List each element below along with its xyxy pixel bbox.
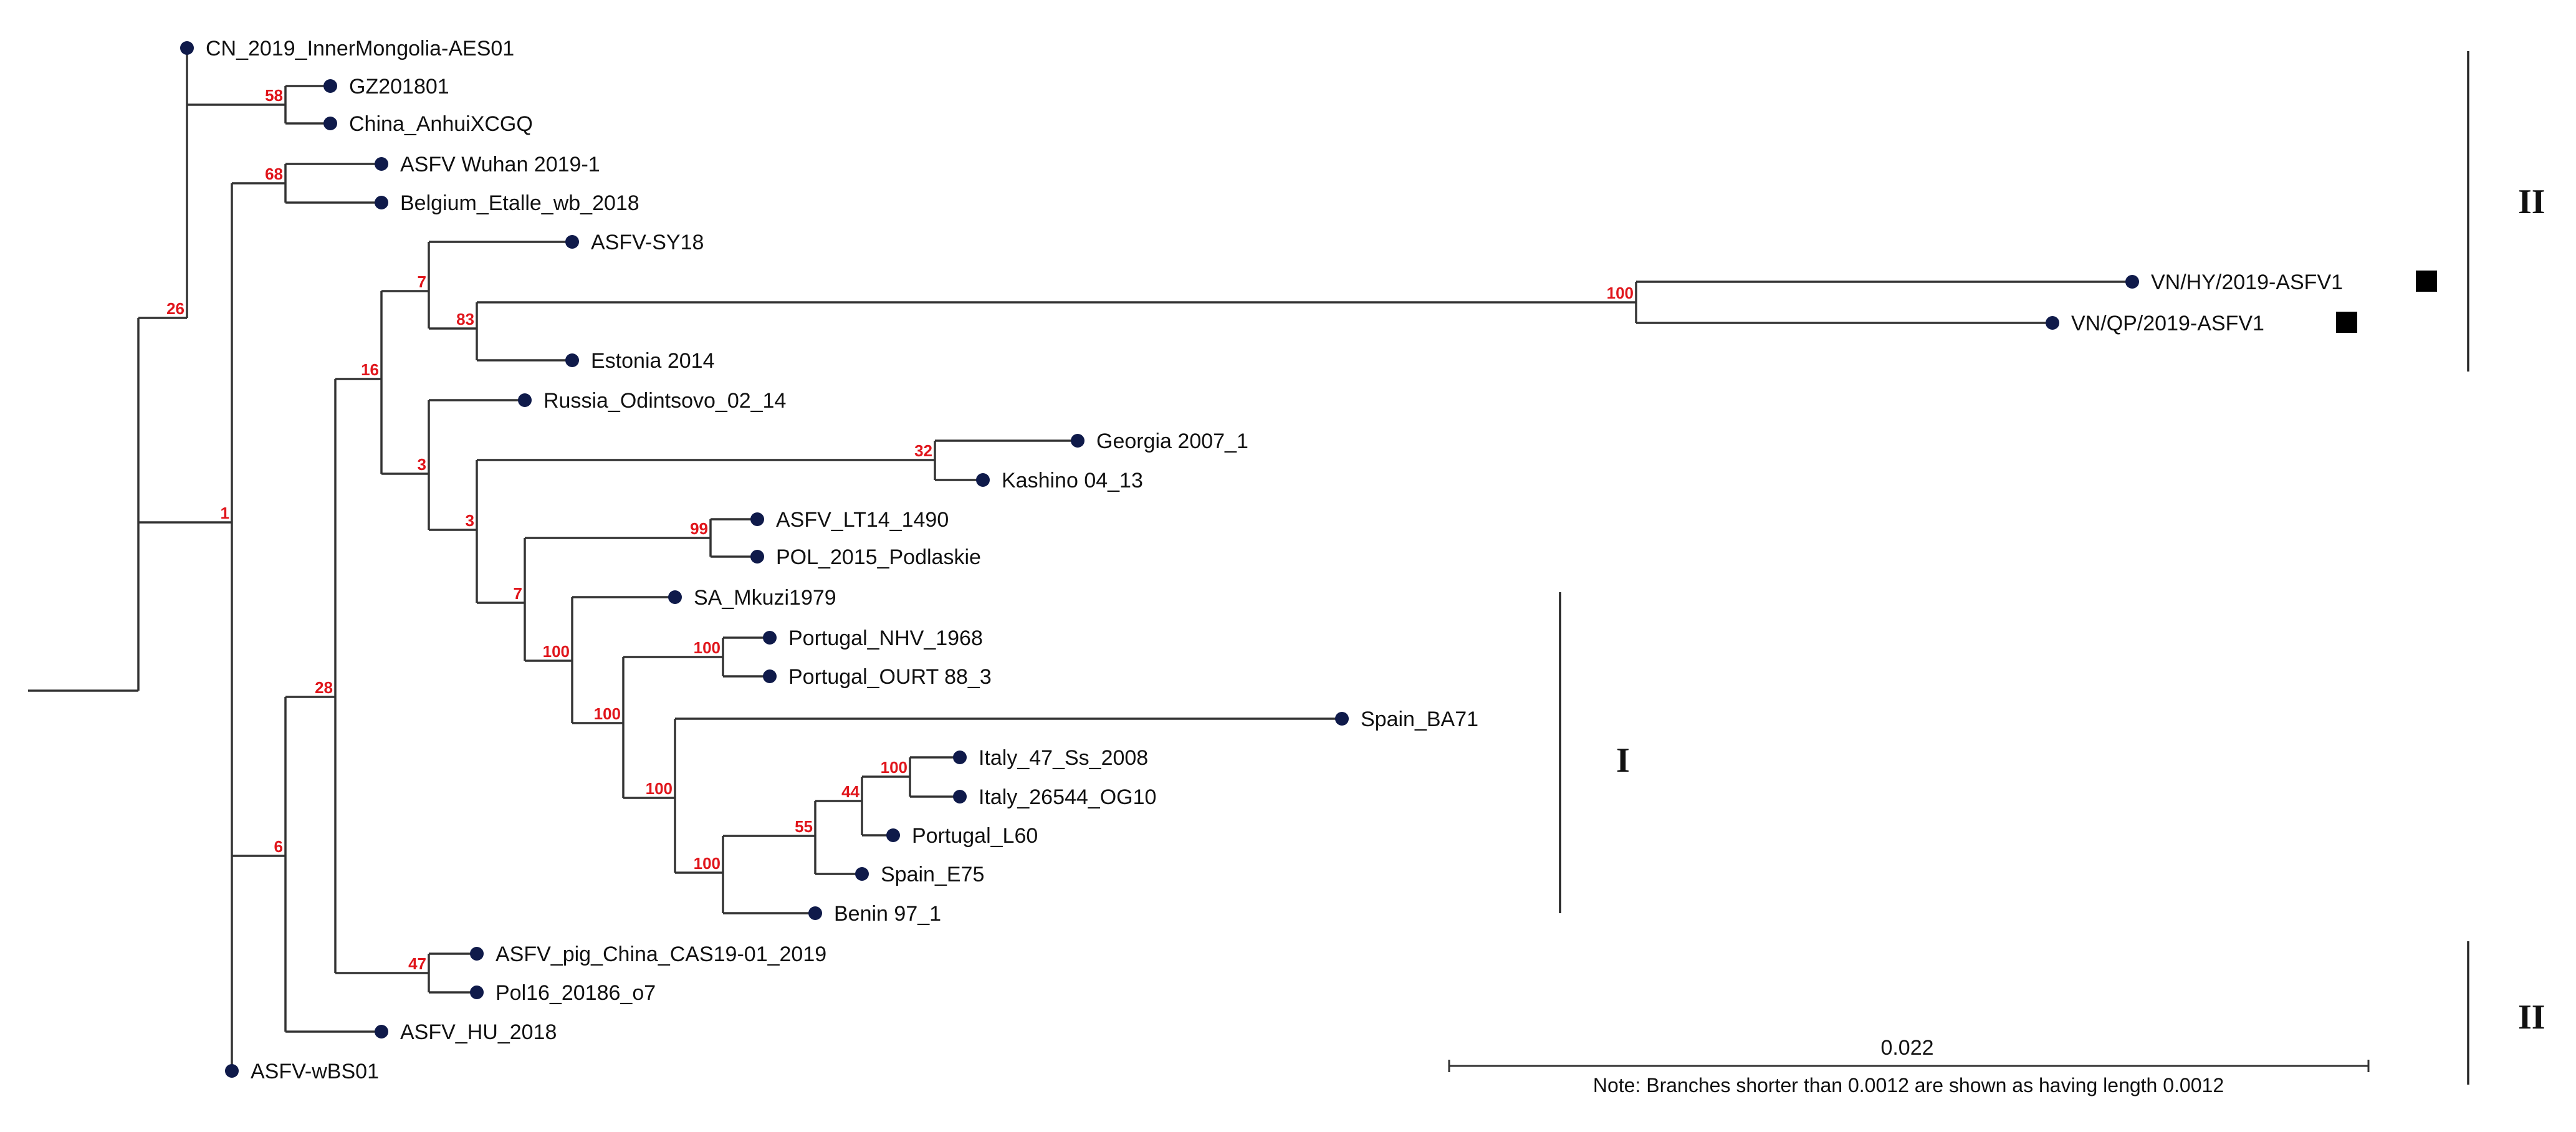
support-n83: 83 xyxy=(456,310,474,329)
support-n100c: 100 xyxy=(646,779,673,798)
leaf-label-hu2018: ASFV_HU_2018 xyxy=(400,1020,557,1044)
clade-label: I xyxy=(1616,741,1630,780)
leaf-label-belgium: Belgium_Etalle_wb_2018 xyxy=(400,191,639,215)
scale-bar-value: 0.022 xyxy=(1880,1036,1933,1060)
leaf-label-ba71: Spain_BA71 xyxy=(1361,708,1478,731)
tip-lt14 xyxy=(750,512,764,526)
support-n28: 28 xyxy=(315,678,333,697)
tree-branches xyxy=(28,48,2132,1071)
support-n16: 16 xyxy=(361,360,379,379)
support-values: 26 58 1 68 6 28 16 7 83 100 3 3 32 7 99 100 100 100 100 100… xyxy=(166,86,1634,973)
tip-vnhy xyxy=(2125,275,2139,289)
support-n100p: 100 xyxy=(694,638,721,657)
leaf-label-vnqp: VN/QP/2019-ASFV1 xyxy=(2071,312,2264,335)
support-n32: 32 xyxy=(914,441,932,460)
support-n47: 47 xyxy=(408,954,426,973)
support-n3a: 3 xyxy=(418,455,426,474)
clade-label: II xyxy=(2518,998,2545,1037)
scale-bar: 0.022 Note: Branches shorter than 0.0012… xyxy=(1448,1036,2370,1096)
leaf-label-wuhan: ASFV Wuhan 2019-1 xyxy=(400,153,600,176)
support-n7b: 7 xyxy=(514,584,522,603)
support-n44: 44 xyxy=(841,782,859,801)
leaf-label-sy18: ASFV-SY18 xyxy=(591,231,704,254)
leaf-label-ourt: Portugal_OURT 88_3 xyxy=(788,665,992,689)
leaf-label-pol2015: POL_2015_Podlaskie xyxy=(776,545,981,569)
clade-label: II xyxy=(2518,183,2545,221)
leaf-label-pol16: Pol16_20186_o7 xyxy=(496,981,656,1005)
tip-pol2015 xyxy=(750,550,764,564)
tip-hu2018 xyxy=(375,1025,388,1038)
tip-anhui xyxy=(323,117,337,130)
tip-ourt xyxy=(763,669,777,683)
support-n100vn: 100 xyxy=(1607,284,1634,302)
support-n58: 58 xyxy=(265,86,283,105)
support-n100d: 100 xyxy=(694,854,721,873)
support-n26: 26 xyxy=(166,299,184,318)
support-n68: 68 xyxy=(265,165,283,183)
leaf-label-lt14: ASFV_LT14_1490 xyxy=(776,508,949,532)
support-n7a: 7 xyxy=(418,272,426,291)
leaf-label-kashino: Kashino 04_13 xyxy=(1002,469,1143,492)
vnqp-marker xyxy=(2336,312,2357,333)
tip-wbs01 xyxy=(225,1064,239,1078)
support-n3b: 3 xyxy=(466,511,474,530)
support-n100a: 100 xyxy=(543,642,570,661)
tip-kashino xyxy=(976,473,990,487)
tip-cas19 xyxy=(470,947,484,961)
leaf-label-vnhy: VN/HY/2019-ASFV1 xyxy=(2151,271,2343,294)
branch-length-note: Note: Branches shorter than 0.0012 are s… xyxy=(1593,1074,2224,1096)
tree-tips xyxy=(180,41,2139,1078)
tip-sy18 xyxy=(565,235,579,249)
leaf-label-anhui: China_AnhuiXCGQ xyxy=(349,112,533,136)
tip-benin xyxy=(808,906,822,920)
tip-georgia xyxy=(1071,434,1085,448)
support-n1: 1 xyxy=(221,504,229,522)
leaf-label-l60: Portugal_L60 xyxy=(912,824,1038,848)
support-n100i: 100 xyxy=(881,758,907,777)
support-n99: 99 xyxy=(690,519,708,538)
tip-italy26544 xyxy=(953,790,967,803)
clade-II-top: II xyxy=(2467,51,2545,372)
tip-pol16 xyxy=(470,986,484,999)
leaf-label-benin: Benin 97_1 xyxy=(834,902,941,926)
tip-mkuzi xyxy=(668,590,682,604)
tip-e75 xyxy=(855,867,869,881)
tip-gz xyxy=(323,79,337,93)
leaf-label-estonia: Estonia 2014 xyxy=(591,349,715,373)
vnhy-marker xyxy=(2416,271,2437,292)
leaf-label-cas19: ASFV_pig_China_CAS19-01_2019 xyxy=(496,943,826,966)
support-n100b: 100 xyxy=(594,704,621,723)
clade-II-bottom: II xyxy=(2467,941,2545,1085)
leaf-label-georgia: Georgia 2007_1 xyxy=(1096,429,1248,453)
tip-ba71 xyxy=(1335,712,1349,726)
leaf-label-wbs01: ASFV-wBS01 xyxy=(251,1060,379,1083)
tip-belgium xyxy=(375,196,388,209)
tip-estonia xyxy=(565,353,579,367)
tip-wuhan xyxy=(375,157,388,171)
tip-cn_inner xyxy=(180,41,194,55)
clade-I: I xyxy=(1559,592,1630,913)
tip-vnqp xyxy=(2046,316,2059,330)
leaf-label-italy47: Italy_47_Ss_2008 xyxy=(979,746,1148,770)
leaf-label-gz: GZ201801 xyxy=(349,75,449,98)
leaf-label-italy26544: Italy_26544_OG10 xyxy=(979,785,1156,809)
leaf-label-nhv: Portugal_NHV_1968 xyxy=(788,626,983,650)
tip-nhv xyxy=(763,631,777,645)
support-n6: 6 xyxy=(274,837,283,856)
leaf-label-cn_inner: CN_2019_InnerMongolia-AES01 xyxy=(206,37,514,60)
tip-russia xyxy=(518,393,532,407)
support-n55: 55 xyxy=(795,817,813,836)
leaf-label-russia: Russia_Odintsovo_02_14 xyxy=(543,389,786,413)
leaf-labels: CN_2019_InnerMongolia-AES01GZ201801China… xyxy=(206,37,2343,1083)
leaf-label-e75: Spain_E75 xyxy=(881,863,984,886)
tip-italy47 xyxy=(953,751,967,764)
tip-l60 xyxy=(886,828,900,842)
leaf-label-mkuzi: SA_Mkuzi1979 xyxy=(694,586,836,610)
